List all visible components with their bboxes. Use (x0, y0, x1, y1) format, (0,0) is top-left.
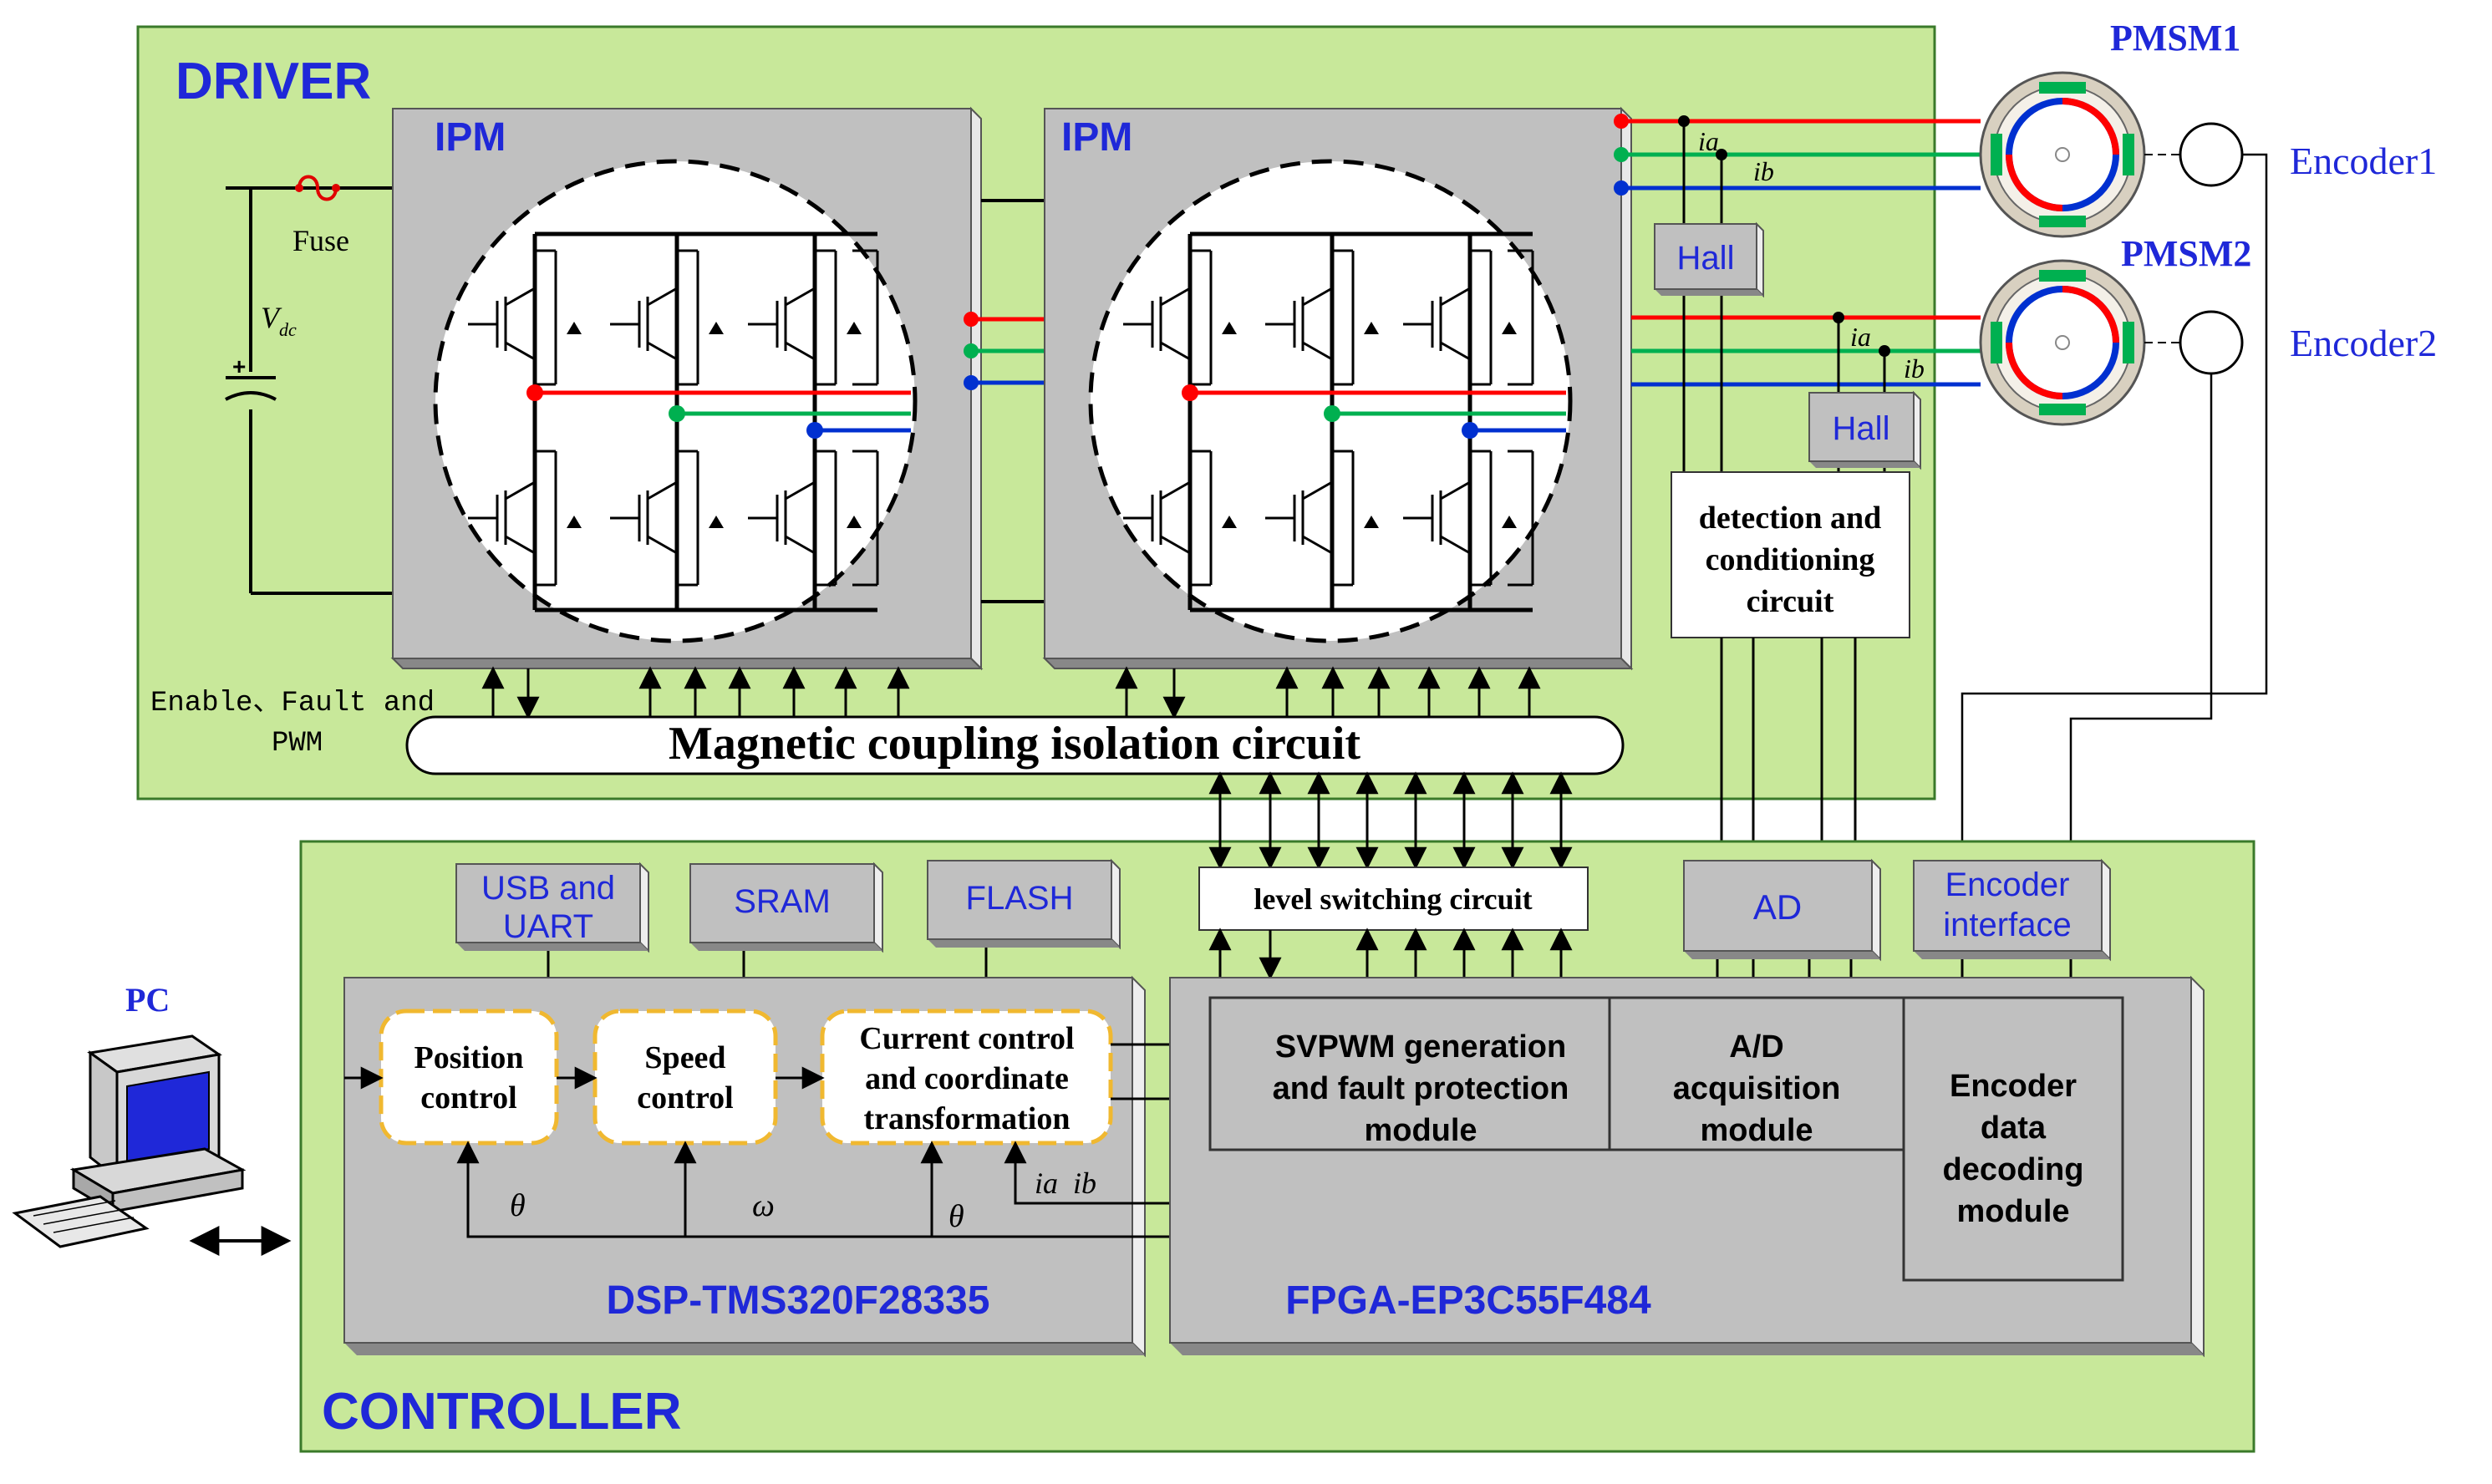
encoder-interface-box: Encoder interface (1913, 858, 2111, 962)
theta-label-1: θ (510, 1188, 526, 1223)
encdec-line4: module (1956, 1194, 2069, 1229)
isolation-label: Magnetic coupling isolation circuit (669, 718, 1360, 770)
pmsm1-phase-lines (1614, 114, 1981, 224)
current-line1: Current control (859, 1021, 1074, 1056)
svpwm-line1: SVPWM generation (1275, 1029, 1566, 1065)
level-switching-box (1198, 867, 1589, 931)
ipm-module-2: IPM (1042, 106, 1634, 671)
hall-sensor-1: Hall (1654, 221, 1764, 298)
usb-uart-box: USB and UART (455, 861, 649, 953)
hall2-label: Hall (1833, 410, 1890, 447)
ia-label-1: ia (1698, 126, 1719, 156)
encoder-if-line2: interface (1943, 907, 2071, 943)
encdec-line2: data (1981, 1110, 2047, 1146)
speed-line2: control (637, 1080, 733, 1116)
pmsm2-motor (1979, 259, 2146, 426)
capacitor-plus: + (232, 353, 246, 379)
svpwm-line3: module (1364, 1113, 1477, 1148)
encoder-if-line1: Encoder (1945, 867, 2070, 903)
adacq-line1: A/D (1729, 1029, 1783, 1065)
sram-box: SRAM (689, 861, 883, 953)
speed-line1: Speed (644, 1040, 725, 1075)
detection-conditioning-box (1671, 471, 1910, 638)
dsp-label: DSP-TMS320F28335 (607, 1278, 990, 1323)
pmsm2-label: PMSM2 (2121, 233, 2251, 274)
encoder2-symbol (2179, 310, 2244, 375)
signals-label-line2: PWM (272, 728, 323, 760)
adacq-line3: module (1700, 1113, 1813, 1148)
level-switching-label: level switching circuit (1254, 882, 1532, 916)
signals-label-line1: Enable、Fault and (150, 688, 435, 719)
ia-ib-label: ia ib (1035, 1166, 1096, 1200)
encoder1-symbol (2179, 122, 2244, 187)
driver-title: DRIVER (175, 53, 371, 110)
omega-label: ω (752, 1188, 775, 1223)
ipm-module-1: IPM (390, 106, 984, 671)
isolation-circuit-box (405, 715, 1625, 775)
adacq-line2: acquisition (1673, 1071, 1841, 1106)
pmsm1-label: PMSM1 (2110, 18, 2240, 58)
fpga-label: FPGA-EP3C55F484 (1285, 1278, 1651, 1323)
vdc-label: Vdc (261, 301, 297, 340)
fpga-block: FPGA-EP3C55F484 SVPWM generation and fau… (1169, 975, 2205, 1358)
controller-title: CONTROLLER (322, 1383, 682, 1441)
ia-label-2: ia (1850, 322, 1871, 352)
pmsm2-phase-lines (1631, 312, 1981, 393)
detection-label-line3: circuit (1747, 584, 1834, 619)
encoder-wiring (1952, 153, 2268, 863)
usb-label-line1: USB and (481, 870, 615, 907)
theta-label-2: θ (948, 1199, 964, 1234)
detection-label-line1: detection and (1699, 501, 1882, 536)
hall1-label: Hall (1677, 240, 1735, 277)
usb-label-line2: UART (503, 908, 593, 945)
position-line1: Position (414, 1040, 524, 1075)
position-control-box: Position control (379, 1009, 559, 1146)
encdec-line3: decoding (1943, 1152, 2084, 1187)
detection-label-line2: conditioning (1706, 542, 1875, 577)
ipm-interconnect (964, 199, 1045, 603)
hall-sensor-2: Hall (1808, 390, 1921, 470)
ib-label-1: ib (1753, 156, 1774, 186)
flash-label: FLASH (966, 880, 1074, 917)
pmsm1-motor (1979, 71, 2146, 238)
encoder2-label: Encoder2 (2290, 322, 2437, 364)
ad-box: AD (1683, 858, 1881, 962)
current-control-box: Current control and coordinate transform… (820, 1009, 1113, 1146)
current-line2: and coordinate (865, 1061, 1069, 1096)
encoder-decoding-module (1902, 996, 2124, 1282)
detection-to-ad-arrows (1710, 638, 1867, 863)
position-line2: control (420, 1080, 516, 1116)
encdec-line1: Encoder (1950, 1069, 2077, 1104)
pc-label: PC (125, 981, 170, 1019)
ipm1-label: IPM (435, 115, 506, 160)
fuse-icon (298, 175, 338, 201)
current-line3: transformation (864, 1101, 1071, 1136)
svpwm-line2: and fault protection (1273, 1071, 1569, 1106)
ipm2-bridge (1123, 231, 1566, 612)
ipm-isolation-arrows (481, 666, 1541, 719)
level-fpga-arrows (1208, 928, 1573, 980)
dc-bus (225, 186, 393, 595)
speed-control-box: Speed control (592, 1009, 778, 1146)
fuse-label: Fuse (292, 224, 349, 257)
encoder1-label: Encoder1 (2290, 140, 2437, 182)
pc-computer-icon (12, 1034, 247, 1248)
flash-box: FLASH (927, 858, 1121, 950)
isolation-level-arrows (1208, 771, 1573, 870)
sram-label: SRAM (734, 883, 831, 920)
peripheral-bus-lines (547, 948, 988, 978)
ib-label-2: ib (1904, 353, 1925, 384)
ad-label: AD (1753, 887, 1802, 927)
ipm1-bridge (468, 231, 911, 612)
ipm2-label: IPM (1061, 115, 1132, 160)
